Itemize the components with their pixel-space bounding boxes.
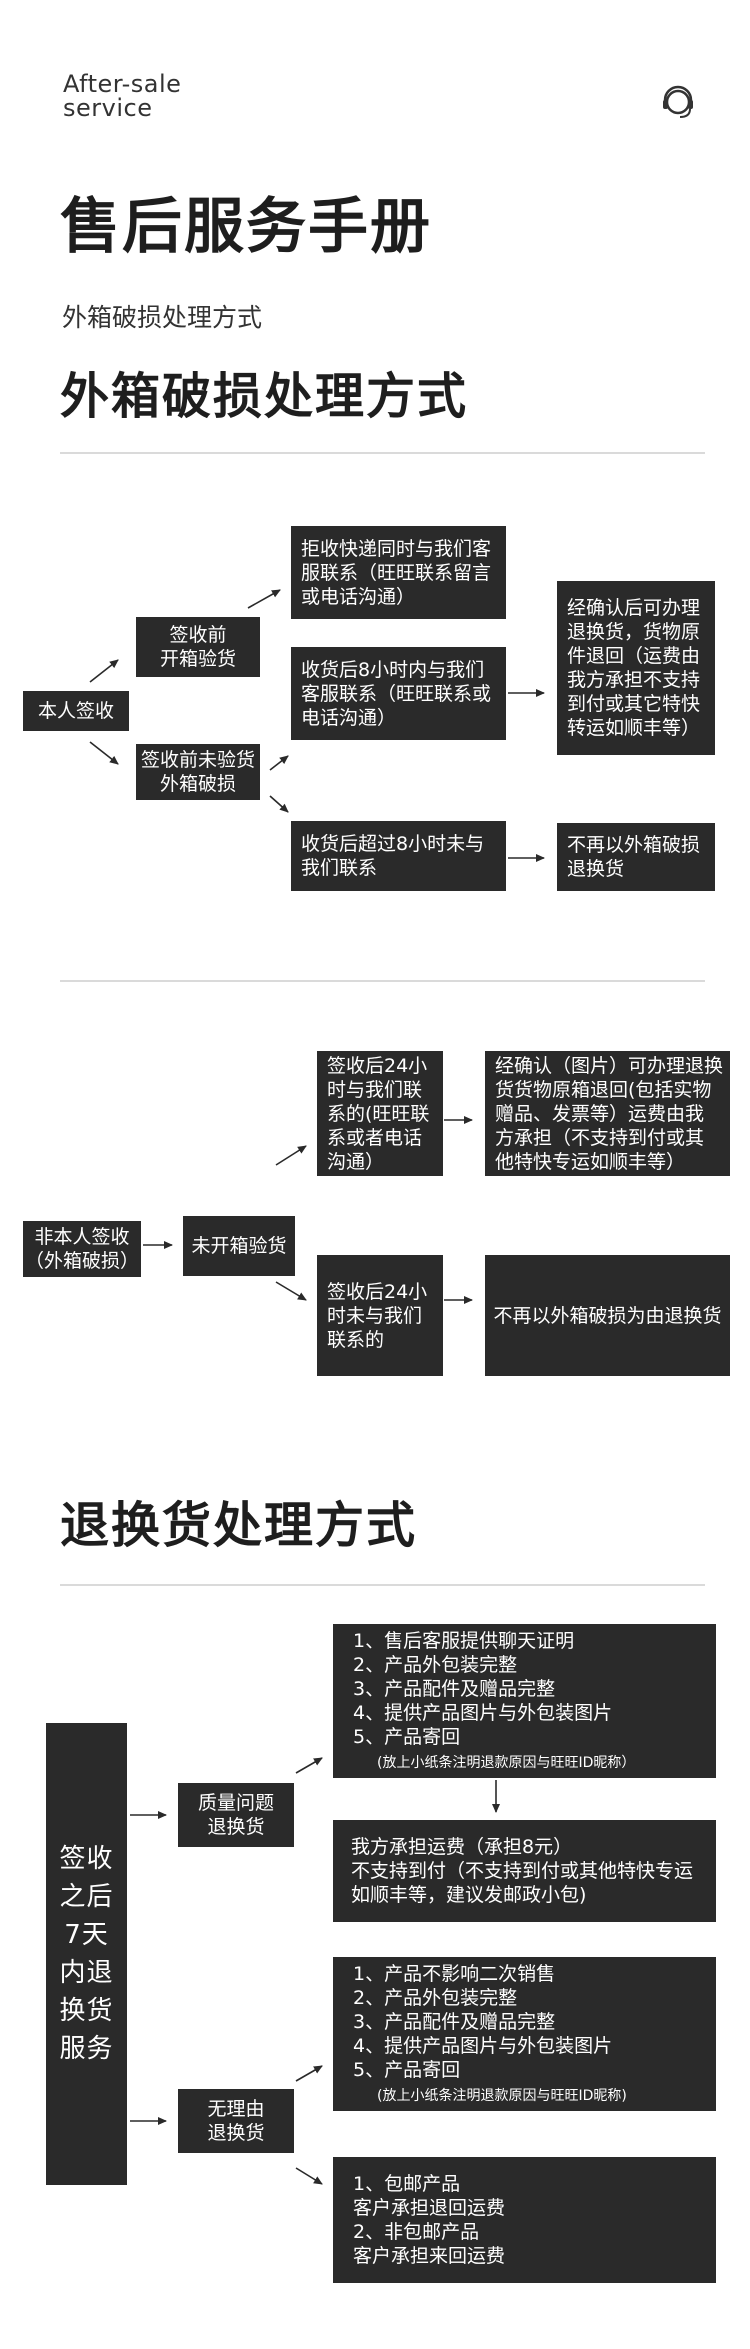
- flow-result-no-return-2: 不再以外箱破损为由退换货: [485, 1255, 730, 1376]
- flow-node-other-sign: 非本人签收 （外箱破损）: [23, 1221, 141, 1277]
- flow-node-7day-service: 签收 之后 7天 内退 换货 服务: [46, 1723, 127, 2185]
- arrow: [275, 1281, 307, 1301]
- flow-result-no-return: 不再以外箱破损 退换货: [557, 823, 715, 891]
- arrow: [295, 1757, 323, 1774]
- quality-shipping: 我方承担运费（承担8元） 不支持到付（不支持到付或其他特快专运 如顺丰等，建议发…: [333, 1820, 716, 1922]
- page-subtitle: 外箱破损处理方式: [62, 303, 263, 332]
- section1-heading: 外箱破损处理方式: [60, 368, 469, 425]
- flow-node-quality-issue: 质量问题 退换货: [178, 1783, 294, 1847]
- flow-node-damaged-uninspected: 签收前未验货 外箱破损: [136, 744, 260, 800]
- arrow: [89, 659, 119, 683]
- arrow: [295, 2167, 323, 2185]
- flow-node-contact-24h: 签收后24小 时与我们联 系的(旺旺联 系或者电话 沟通）: [317, 1051, 443, 1176]
- flow-node-not-inspected: 未开箱验货: [183, 1216, 295, 1276]
- page-title: 售后服务手册: [60, 192, 432, 262]
- section3-heading: 退换货处理方式: [60, 1497, 418, 1554]
- flow-node-no-reason: 无理由 退换货: [178, 2089, 294, 2153]
- arrow: [295, 2065, 323, 2082]
- flow-node-over-8h: 收货后超过8小时未与 我们联系: [291, 821, 506, 891]
- flow-result-return-ok-2: 经确认（图片）可办理退换 货货物原箱退回(包括实物 赠品、发票等）运费由我 方承…: [485, 1051, 730, 1176]
- arrow: [269, 795, 289, 813]
- divider: [60, 1584, 705, 1586]
- arrow: [275, 1145, 307, 1166]
- flow-node-contact-8h: 收货后8小时内与我们 客服联系（旺旺联系或 电话沟通）: [291, 647, 506, 740]
- arrow: [89, 741, 119, 765]
- customer-service-icon: [660, 84, 696, 120]
- flow-node-self-sign: 本人签收: [23, 691, 129, 731]
- arrow: [269, 755, 289, 771]
- divider: [60, 452, 705, 454]
- flow-result-return-ok: 经确认后可办理 退换货，货物原 件退回（运费由 我方承担不支持 到付或其它特快 …: [557, 581, 715, 755]
- divider: [60, 980, 705, 982]
- noreason-shipping: 1、包邮产品 客户承担退回运费 2、非包邮产品 客户承担来回运费: [333, 2157, 716, 2283]
- brand-label: After-sale service: [63, 70, 182, 122]
- arrow: [247, 589, 281, 609]
- noreason-requirements: 1、产品不影响二次销售 2、产品外包装完整 3、产品配件及赠品完整 4、提供产品…: [333, 1957, 716, 2111]
- quality-requirements: 1、售后客服提供聊天证明 2、产品外包装完整 3、产品配件及赠品完整 4、提供产…: [333, 1624, 716, 1778]
- flow-node-inspect-before-sign: 签收前 开箱验货: [136, 617, 260, 677]
- flow-node-reject-contact: 拒收快递同时与我们客 服联系（旺旺联系留言 或电话沟通）: [291, 526, 506, 619]
- flow-node-over-24h: 签收后24小 时未与我们 联系的: [317, 1255, 443, 1376]
